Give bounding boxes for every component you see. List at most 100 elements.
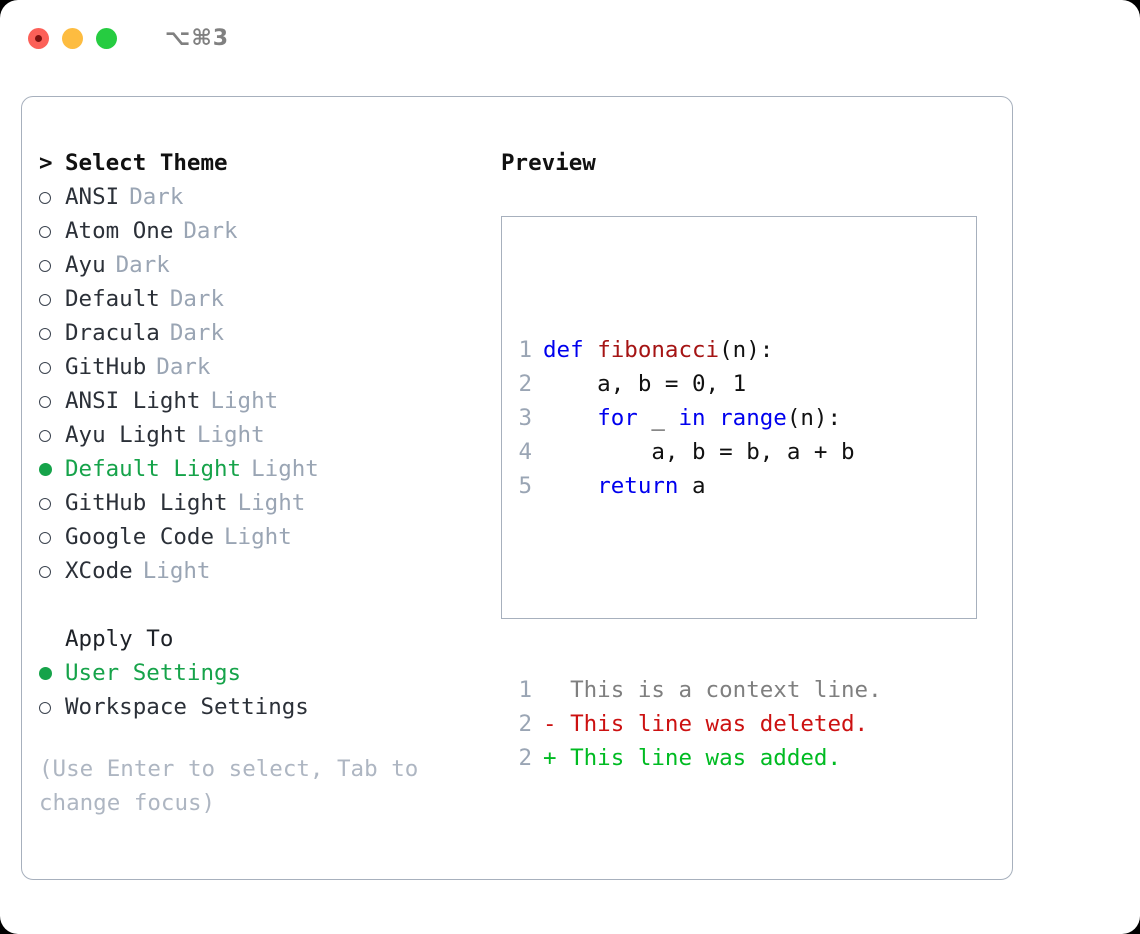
preview-title: Preview — [501, 150, 596, 176]
code-lines: 1 def fibonacci (n): 2 a, b = 0, 1 3 for _ i… — [518, 333, 882, 503]
theme-name-label: XCode — [65, 558, 133, 584]
minimize-button-icon[interactable] — [62, 27, 83, 49]
theme-radio-cell — [39, 351, 65, 385]
theme-radio-cell — [39, 181, 65, 215]
code-token: for — [597, 405, 652, 431]
theme-radio-cell — [39, 215, 65, 249]
theme-variant-badge: Dark — [129, 184, 184, 210]
theme-variant-badge: Light — [210, 388, 279, 414]
code-token: a, b = 0, 1 — [543, 371, 747, 397]
theme-radio-cell — [39, 487, 65, 521]
apply-to-radio-cell — [39, 691, 65, 725]
caret-icon: > — [39, 150, 53, 176]
code-token: range — [719, 405, 787, 431]
radio-unselected-icon — [39, 498, 51, 510]
title-bar: ⌥⌘3 — [0, 0, 1140, 76]
theme-list-item[interactable]: ANSI Dark — [39, 180, 499, 214]
theme-variant-badge: Light — [196, 422, 265, 448]
apply-to-radio-cell — [39, 657, 65, 691]
theme-variant-badge: Dark — [183, 218, 238, 244]
apply-to-option[interactable]: Workspace Settings — [39, 690, 499, 724]
diff-marker: + — [543, 745, 557, 771]
diff-line: 2 + This line was added. — [518, 741, 882, 775]
apply-to-label: User Settings — [65, 660, 242, 686]
theme-name-label: Default — [65, 286, 160, 312]
theme-radio-cell — [39, 249, 65, 283]
radio-selected-icon — [39, 667, 52, 680]
theme-radio-cell — [39, 317, 65, 351]
keyboard-shortcut-label: ⌥⌘3 — [165, 25, 230, 51]
theme-name-label: Ayu — [65, 252, 106, 278]
theme-radio-cell — [39, 283, 65, 317]
theme-list-item[interactable]: Ayu Dark — [39, 248, 499, 282]
select-theme-header-row: > Select Theme — [39, 146, 499, 180]
diff-line-number: 1 — [518, 677, 532, 703]
theme-list-item[interactable]: Google Code Light — [39, 520, 499, 554]
diff-line-number: 2 — [518, 745, 532, 771]
code-line: 3 for _ in range(n): — [518, 401, 882, 435]
theme-radio-cell — [39, 555, 65, 589]
radio-unselected-icon — [39, 362, 51, 374]
diff-text: This line was deleted. — [556, 711, 869, 737]
diff-line: 2- This line was deleted. — [518, 707, 882, 741]
diff-text: This line was added. — [556, 745, 842, 771]
theme-list-item[interactable]: Default Dark — [39, 282, 499, 316]
theme-variant-badge: Light — [251, 456, 319, 482]
theme-variant-badge: Light — [237, 490, 306, 516]
theme-variant-badge: Dark — [115, 252, 170, 278]
apply-to-title: Apply To — [65, 626, 174, 652]
radio-unselected-icon — [39, 532, 51, 544]
theme-radio-cell — [39, 453, 65, 487]
radio-unselected-icon — [39, 566, 51, 578]
code-token: (n): — [786, 405, 842, 431]
theme-variant-badge: Light — [142, 558, 211, 584]
keyboard-hint-text: (Use Enter to select, Tab to change focu… — [39, 756, 432, 816]
code-token: a — [692, 473, 706, 499]
radio-unselected-icon — [39, 430, 51, 442]
code-line-number: 3 — [518, 405, 532, 431]
theme-radio-cell — [39, 419, 65, 453]
theme-list-item[interactable]: GitHub Light Light — [39, 486, 499, 520]
code-token: fibonacci — [597, 337, 720, 363]
code-token: def — [543, 337, 598, 363]
theme-list-item[interactable]: Default Light Light — [39, 452, 499, 486]
code-line-number: 1 — [518, 337, 532, 363]
radio-unselected-icon — [39, 192, 51, 204]
code-line-number: 5 — [518, 473, 532, 499]
window-controls — [28, 27, 117, 49]
theme-name-label: Default Light — [65, 456, 242, 482]
theme-variant-badge: Light — [224, 524, 292, 550]
radio-unselected-icon — [39, 260, 51, 272]
maximize-button-icon[interactable] — [96, 27, 117, 49]
close-dot-icon — [35, 34, 42, 42]
theme-name-label: Google Code — [65, 524, 215, 550]
diff-text: This is a context line. — [556, 677, 882, 703]
radio-selected-icon — [39, 463, 52, 476]
code-token: a, b = b, a + b — [543, 439, 855, 465]
radio-unselected-icon — [39, 226, 51, 238]
theme-name-label: GitHub — [65, 354, 147, 380]
theme-name-label: ANSI — [65, 184, 120, 210]
diff-lines: 1 This is a context line. 2- This line wa… — [518, 673, 882, 775]
diff-marker — [543, 677, 557, 703]
close-button-icon[interactable] — [28, 27, 49, 49]
code-line: 5 return a — [518, 469, 882, 503]
theme-name-label: GitHub Light — [65, 490, 228, 516]
theme-list-item[interactable]: XCode Light — [39, 554, 499, 588]
select-theme-title: Select Theme — [65, 150, 228, 176]
preview-code-box: 1 def fibonacci (n): 2 a, b = 0, 1 3 for _ i… — [501, 216, 977, 771]
apply-to-option[interactable]: User Settings — [39, 656, 499, 690]
theme-variant-badge: Dark — [169, 320, 225, 346]
theme-variant-badge: Dark — [169, 286, 225, 312]
code-line: 4 a, b = b, a + b — [518, 435, 882, 469]
code-line-number: 2 — [518, 371, 532, 397]
list-spacer — [39, 588, 499, 622]
